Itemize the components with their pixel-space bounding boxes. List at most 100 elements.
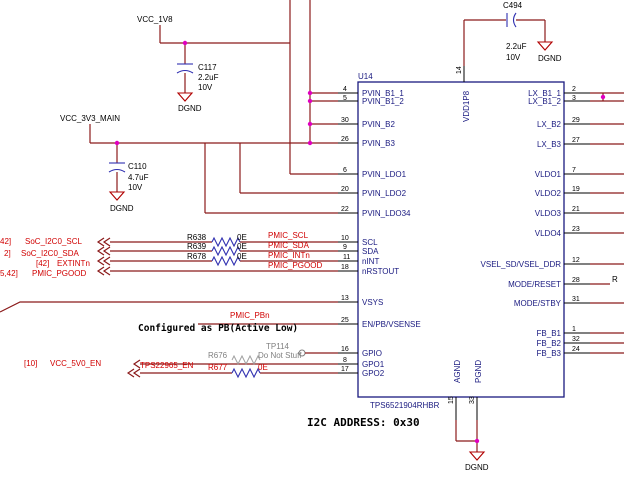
svg-text:1: 1 xyxy=(572,326,576,333)
svg-text:VSEL_SD/VSEL_DDR: VSEL_SD/VSEL_DDR xyxy=(481,260,562,269)
junction-pvin-b1-1 xyxy=(307,90,313,96)
c494-value: 2.2uF xyxy=(506,42,527,51)
junction-lx-b1 xyxy=(600,94,606,100)
svg-text:MODE/RESET: MODE/RESET xyxy=(508,280,561,289)
pmic-sda: PMIC_SDA xyxy=(268,241,310,250)
svg-text:20: 20 xyxy=(341,186,349,193)
svg-text:VLDO1: VLDO1 xyxy=(535,170,562,179)
r678-ref: R678 xyxy=(187,252,207,261)
chip-part: TPS6521904RHBR xyxy=(370,401,440,410)
right-pin-stubs xyxy=(564,92,590,354)
vcc-3v3-wiring xyxy=(89,0,338,214)
svg-text:PVIN_LDO34: PVIN_LDO34 xyxy=(362,209,411,218)
svg-text:GPIO: GPIO xyxy=(362,349,382,358)
dgnd-c494-icon xyxy=(536,41,554,51)
extint-net: EXTINTn xyxy=(57,259,90,268)
svg-text:7: 7 xyxy=(572,167,576,174)
svg-text:8: 8 xyxy=(343,357,347,364)
sda-net: SoC_I2C0_SDA xyxy=(21,249,79,258)
svg-text:32: 32 xyxy=(572,336,580,343)
i2c-address: I2C ADDRESS: 0x30 xyxy=(307,416,420,429)
r678-val: 0E xyxy=(237,252,247,261)
scl-sheet-ref: 42] xyxy=(0,237,11,246)
bottom-gnd-wiring xyxy=(455,420,478,452)
right-pin-labels: LX_B1_1 2 LX_B1_2 3 LX_B2 29 LX_B3 27 VL… xyxy=(481,86,580,358)
svg-text:22: 22 xyxy=(341,206,349,213)
svg-text:12: 12 xyxy=(572,257,580,264)
r676-val: Do Not Stuff xyxy=(258,351,302,360)
svg-text:PVIN_B1_1: PVIN_B1_1 xyxy=(362,89,404,98)
c117-ref: C117 xyxy=(198,63,217,72)
pgood-net: PMIC_PGOOD xyxy=(32,269,86,278)
dgnd-c110-label: DGND xyxy=(110,204,134,213)
svg-text:SCL: SCL xyxy=(362,238,378,247)
svg-text:LX_B1_2: LX_B1_2 xyxy=(528,97,561,106)
svg-text:2: 2 xyxy=(572,86,576,93)
svg-text:29: 29 xyxy=(572,117,580,124)
svg-text:17: 17 xyxy=(341,366,349,373)
svg-text:PVIN_LDO2: PVIN_LDO2 xyxy=(362,189,407,198)
svg-text:FB_B2: FB_B2 xyxy=(537,339,562,348)
left-pin-labels: PVIN_B1_1 4 PVIN_B1_2 5 PVIN_B2 30 PVIN_… xyxy=(341,86,421,378)
svg-text:6: 6 xyxy=(343,167,347,174)
svg-text:GPO2: GPO2 xyxy=(362,369,385,378)
svg-text:PVIN_LDO1: PVIN_LDO1 xyxy=(362,170,407,179)
svg-text:VLDO3: VLDO3 xyxy=(535,209,562,218)
svg-text:24: 24 xyxy=(572,346,580,353)
svg-text:VLDO2: VLDO2 xyxy=(535,189,562,198)
c110-value: 4.7uF xyxy=(128,173,149,182)
svg-text:nRSTOUT: nRSTOUT xyxy=(362,267,399,276)
agnd-pin-name: AGND xyxy=(453,360,462,383)
vcc-3v3-label: VCC_3V3_MAIN xyxy=(60,114,120,123)
r676-resistor xyxy=(231,354,261,366)
svg-text:26: 26 xyxy=(341,136,349,143)
svg-text:PVIN_B1_2: PVIN_B1_2 xyxy=(362,97,404,106)
pgood-sheet-ref: 5,42] xyxy=(0,269,18,278)
vdd-pin-name: VDD1P8 xyxy=(462,90,471,122)
c110-ref: C110 xyxy=(128,162,147,171)
junction-3v3-c110 xyxy=(114,140,120,146)
junction-pvin-b3 xyxy=(307,140,313,146)
svg-text:FB_B1: FB_B1 xyxy=(537,329,562,338)
signal-arrows xyxy=(96,237,111,276)
r638-val: 0E xyxy=(237,233,247,242)
vcc5v0-net: VCC_5V0_EN xyxy=(50,359,101,368)
c117-symbol xyxy=(176,63,194,74)
chip-body xyxy=(357,81,565,398)
chip-ref: U14 xyxy=(358,72,373,81)
extint-sheet-ref: [42] xyxy=(36,259,49,268)
svg-text:13: 13 xyxy=(341,295,349,302)
sda-sheet-ref: 2] xyxy=(4,249,11,258)
dgnd-c117-label: DGND xyxy=(178,104,202,113)
svg-text:9: 9 xyxy=(343,244,347,251)
gpo-arrows xyxy=(126,359,141,378)
dgnd-bottom-label: DGND xyxy=(465,463,489,472)
svg-text:MODE/STBY: MODE/STBY xyxy=(514,299,562,308)
pgnd-pin-name: PGND xyxy=(474,360,483,383)
svg-text:25: 25 xyxy=(341,317,349,324)
dgnd-c117-icon xyxy=(176,92,194,102)
dgnd-bottom-icon xyxy=(468,451,486,461)
c494-wiring xyxy=(463,19,546,66)
c494-voltage: 10V xyxy=(506,53,521,62)
svg-text:LX_B1_1: LX_B1_1 xyxy=(528,89,561,98)
svg-text:11: 11 xyxy=(343,254,350,261)
junction-pvin-b1-2 xyxy=(307,98,313,104)
svg-text:19: 19 xyxy=(572,186,580,193)
svg-text:27: 27 xyxy=(572,137,580,144)
svg-text:VLDO4: VLDO4 xyxy=(535,229,562,238)
tps-label: TPS22965_EN xyxy=(140,361,194,370)
svg-text:30: 30 xyxy=(341,117,349,124)
svg-text:10: 10 xyxy=(341,235,349,242)
svg-text:VSYS: VSYS xyxy=(362,298,383,307)
i2c-resistors xyxy=(211,236,241,267)
svg-text:SDA: SDA xyxy=(362,247,379,256)
svg-text:28: 28 xyxy=(572,277,580,284)
svg-text:5: 5 xyxy=(343,95,347,102)
svg-text:31: 31 xyxy=(572,296,580,303)
agnd-pin-num: 15 xyxy=(448,396,455,404)
svg-text:21: 21 xyxy=(572,206,580,213)
junction-gnd xyxy=(474,438,480,444)
svg-text:FB_B3: FB_B3 xyxy=(537,349,562,358)
